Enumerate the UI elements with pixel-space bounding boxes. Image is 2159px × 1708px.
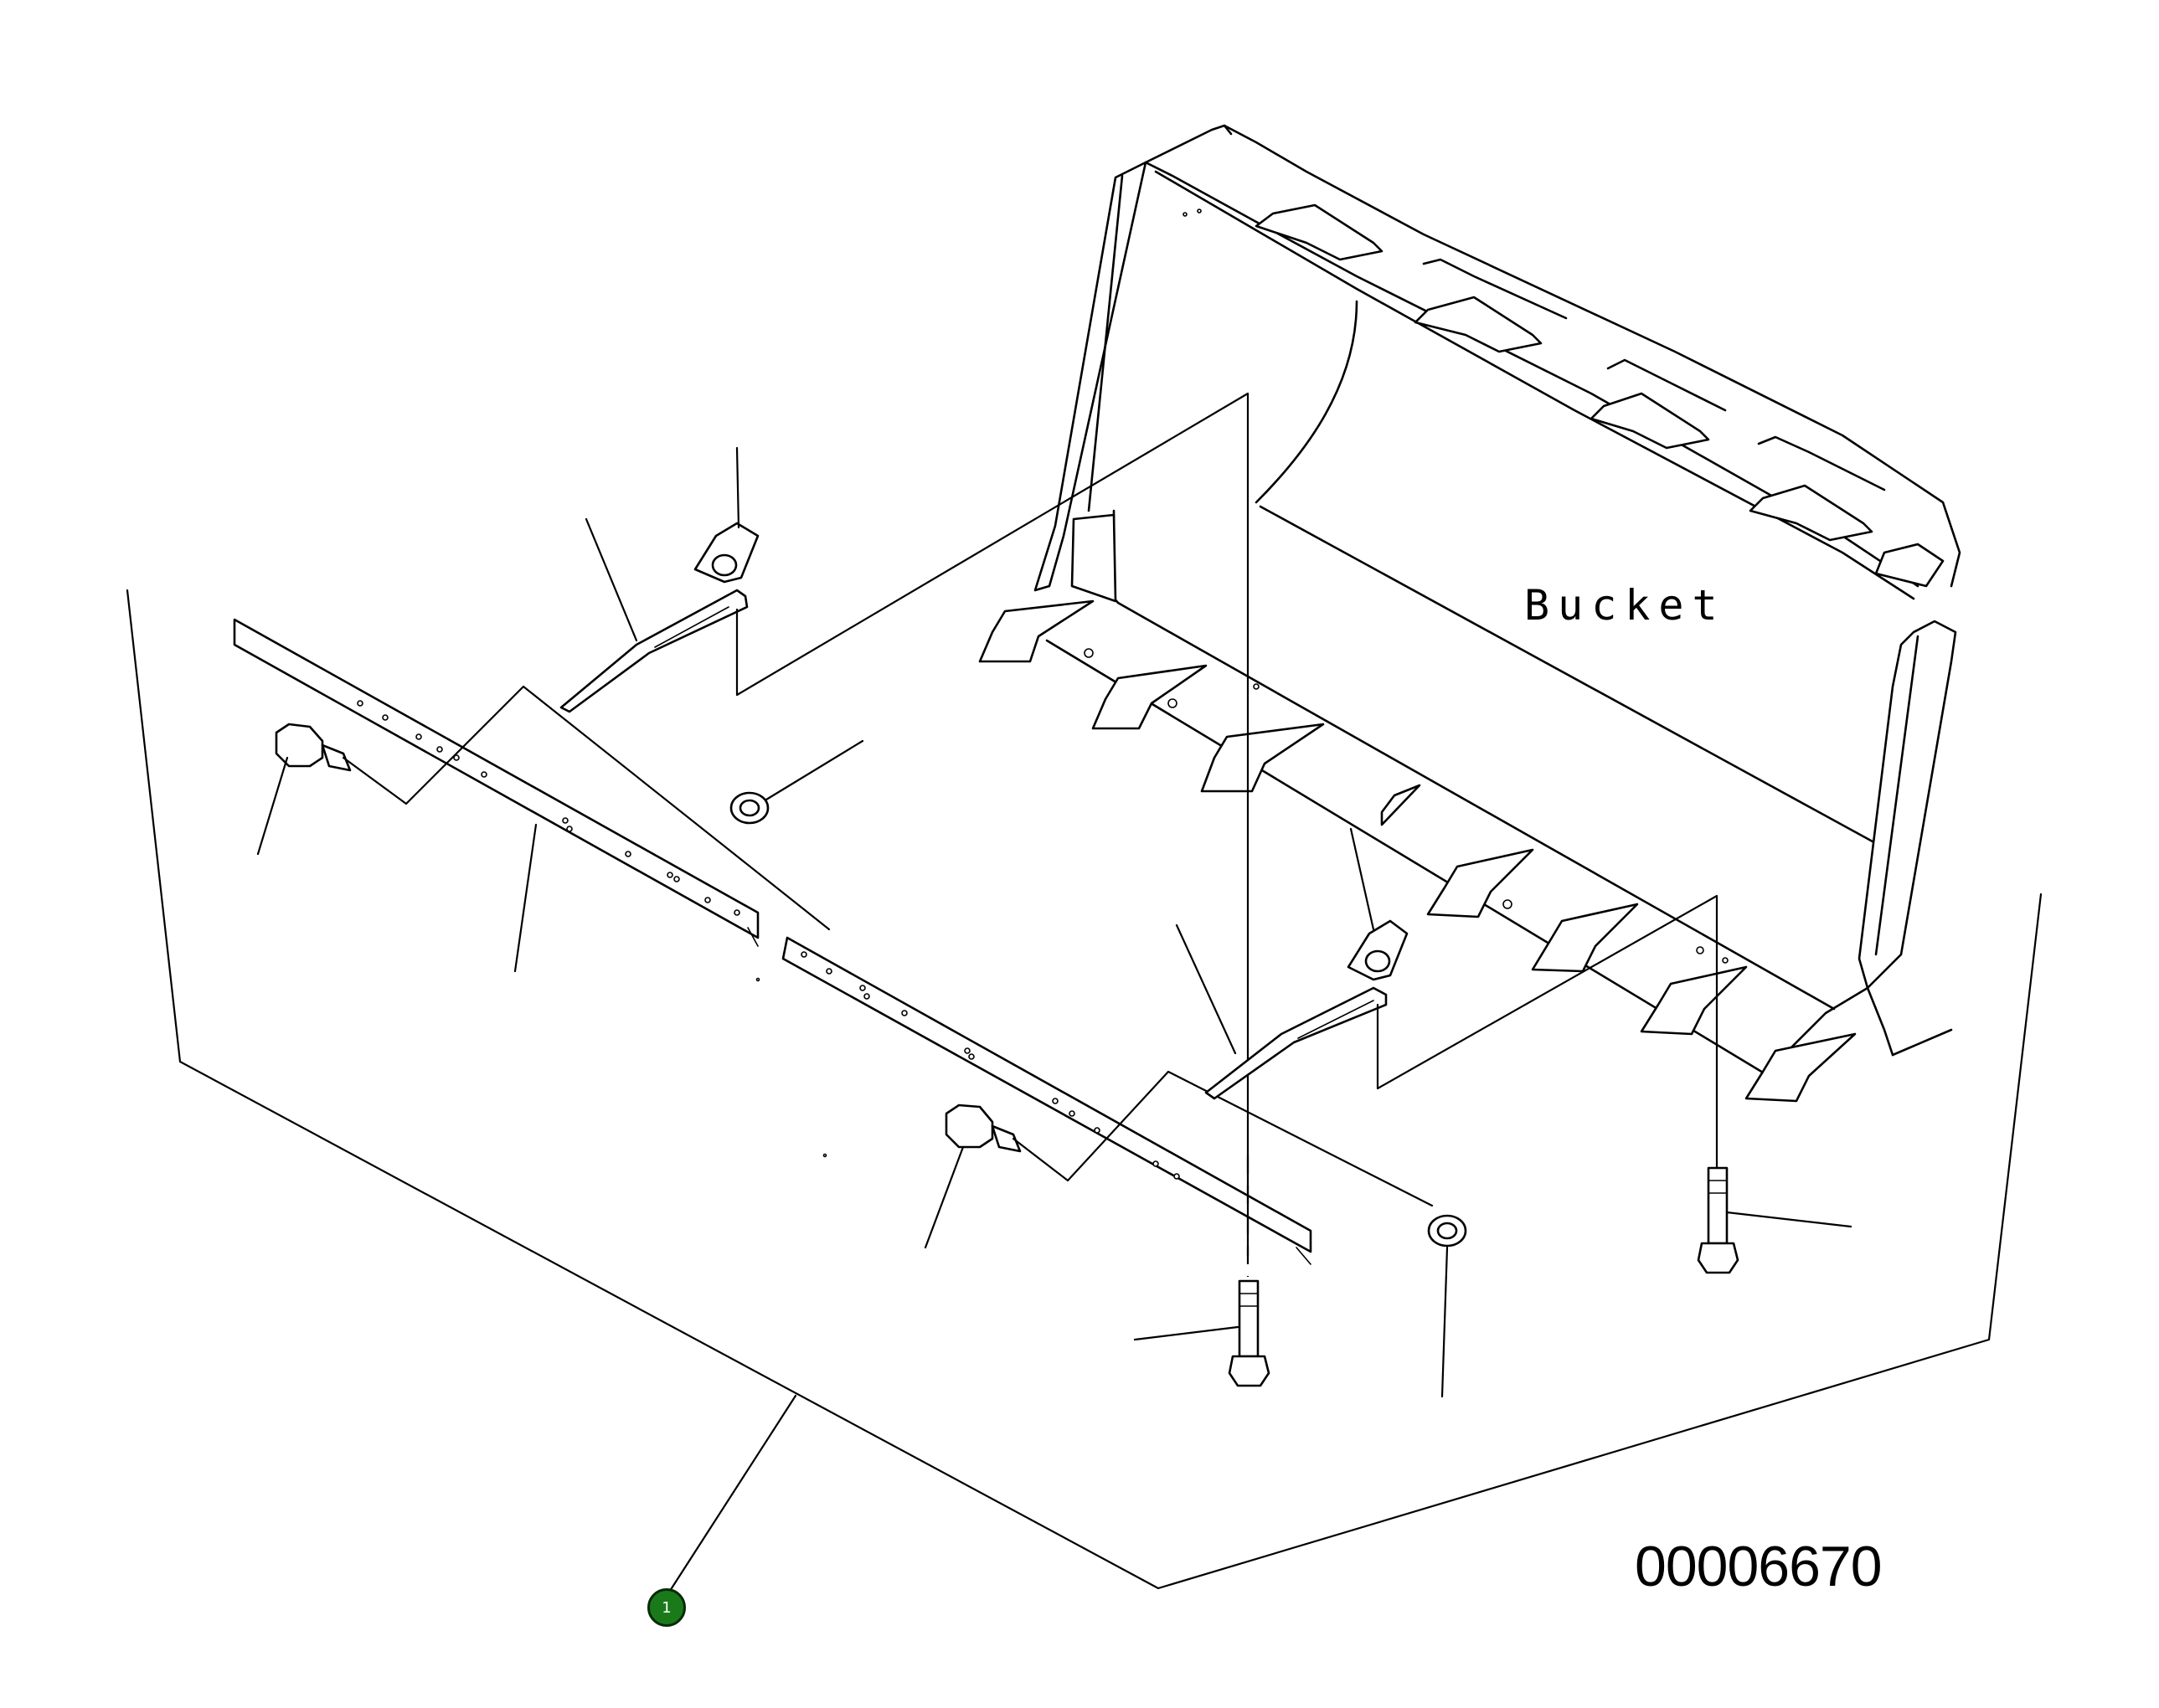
washer-right [1427,1214,1467,1398]
callout-badge-1[interactable]: 1 [647,1588,686,1627]
mounting-bolt-center [1133,1155,1270,1387]
callout-leader-1 [668,1394,797,1592]
wing-nut-left [693,446,760,584]
cutting-edge-left [233,618,760,947]
strap-right [1175,923,1388,1100]
drawing-number: 00006670 [1635,1535,1883,1598]
bolt-right [924,1104,1022,1249]
bucket [978,124,1961,1103]
cutting-edge-right [781,936,1312,1265]
wing-nut-right [1347,827,1409,981]
bucket-label: Bucket [1524,581,1726,630]
bucket-teeth [978,599,1857,1103]
mounting-bolt-right [1697,1166,1852,1274]
washer-left [729,739,864,825]
bolt-left [256,723,352,856]
strap-left [559,517,749,713]
assembly-outline [126,589,2043,1590]
